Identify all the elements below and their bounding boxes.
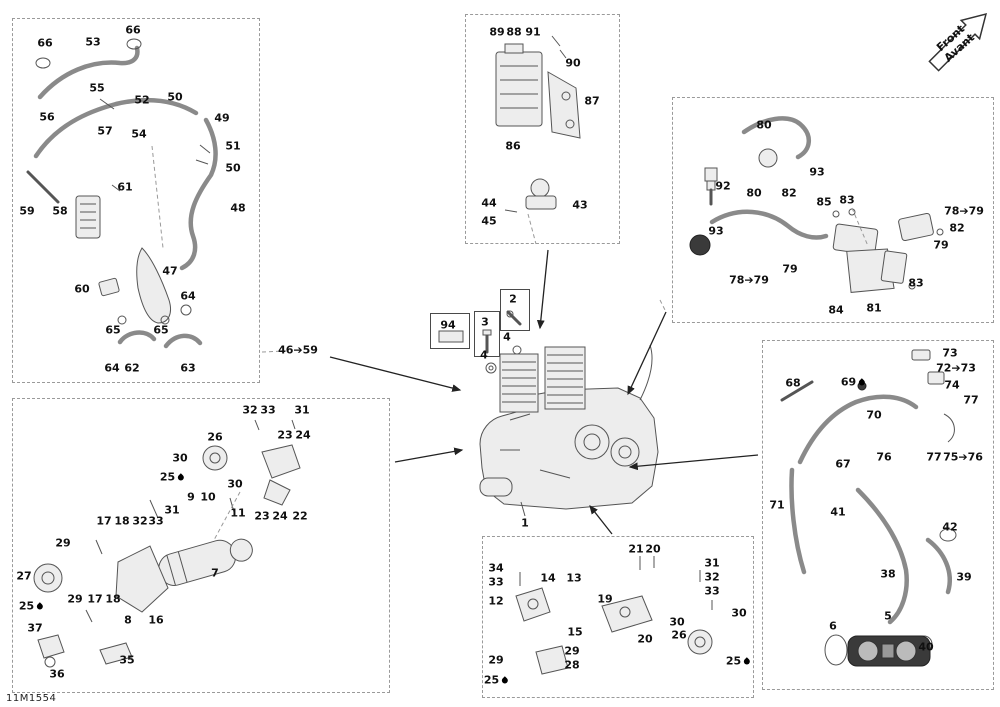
dashed-leader-lines xyxy=(151,145,869,541)
ignition-art xyxy=(689,116,944,293)
oil-gauge-art xyxy=(780,349,957,667)
group-connector-arrows xyxy=(329,249,759,535)
exhaust-hoses-art xyxy=(26,38,218,349)
service-tools-art xyxy=(438,310,522,374)
front-direction-indicator: Front Avant xyxy=(920,6,996,84)
gauge-cluster-art xyxy=(847,635,931,667)
engine-art xyxy=(479,344,659,517)
ecu-art xyxy=(495,35,581,213)
starter-art xyxy=(33,419,301,668)
mounts-art xyxy=(515,556,713,675)
front-arrow-icon xyxy=(928,12,988,72)
drawing-code: 11M1554 xyxy=(6,693,57,704)
